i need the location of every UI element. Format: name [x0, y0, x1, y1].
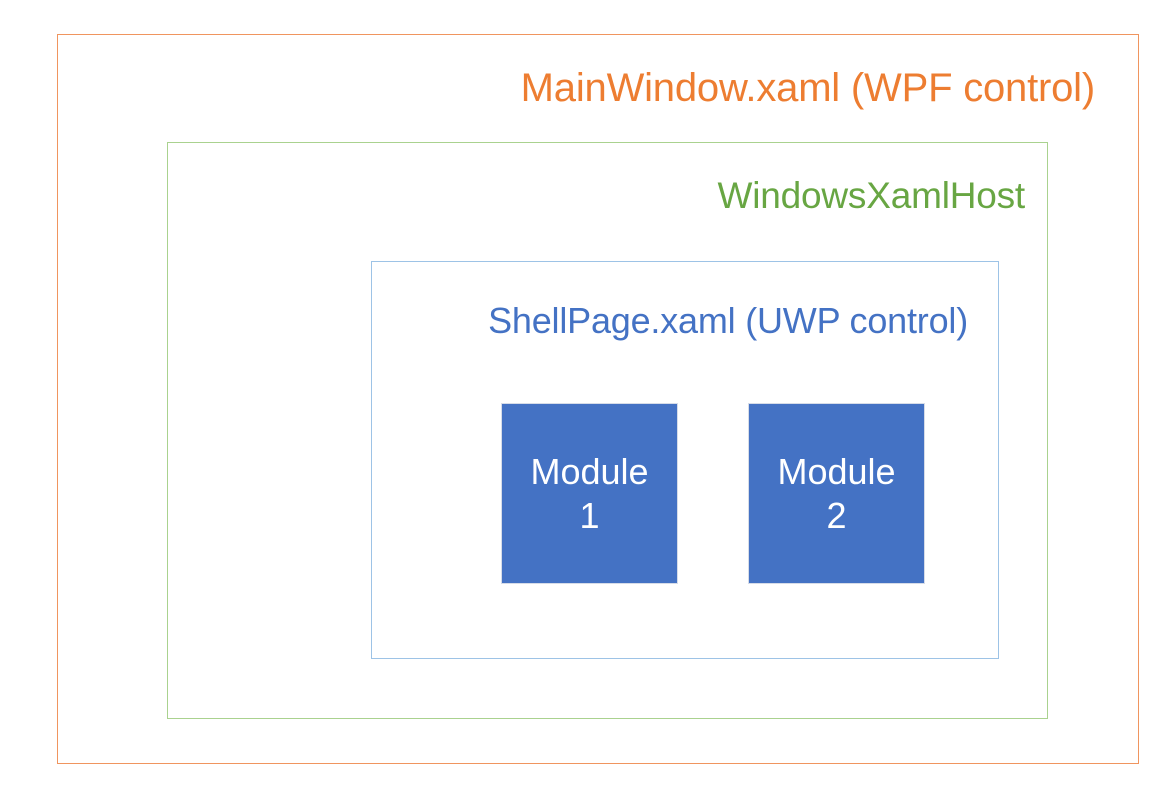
layer-caption-mainwindow: MainWindow.xaml (WPF control) [520, 66, 1096, 110]
layer-caption-shellpage: ShellPage.xaml (UWP control) [488, 300, 968, 341]
module-2-label-line-1: Module [777, 450, 896, 492]
layer-box-shellpage [371, 261, 999, 659]
module-box-2: Module 2 [748, 403, 925, 584]
module-1-label-line-1: Module [530, 450, 649, 492]
layer-caption-windowsxamlhost: WindowsXamlHost [717, 175, 1026, 216]
module-1-label-line-2: 1 [579, 494, 600, 536]
layer-box-mainwindow [57, 34, 1139, 764]
layer-box-windowsxamlhost [167, 142, 1048, 719]
module-2-label-line-2: 2 [826, 494, 847, 536]
module-box-1: Module 1 [501, 403, 678, 584]
